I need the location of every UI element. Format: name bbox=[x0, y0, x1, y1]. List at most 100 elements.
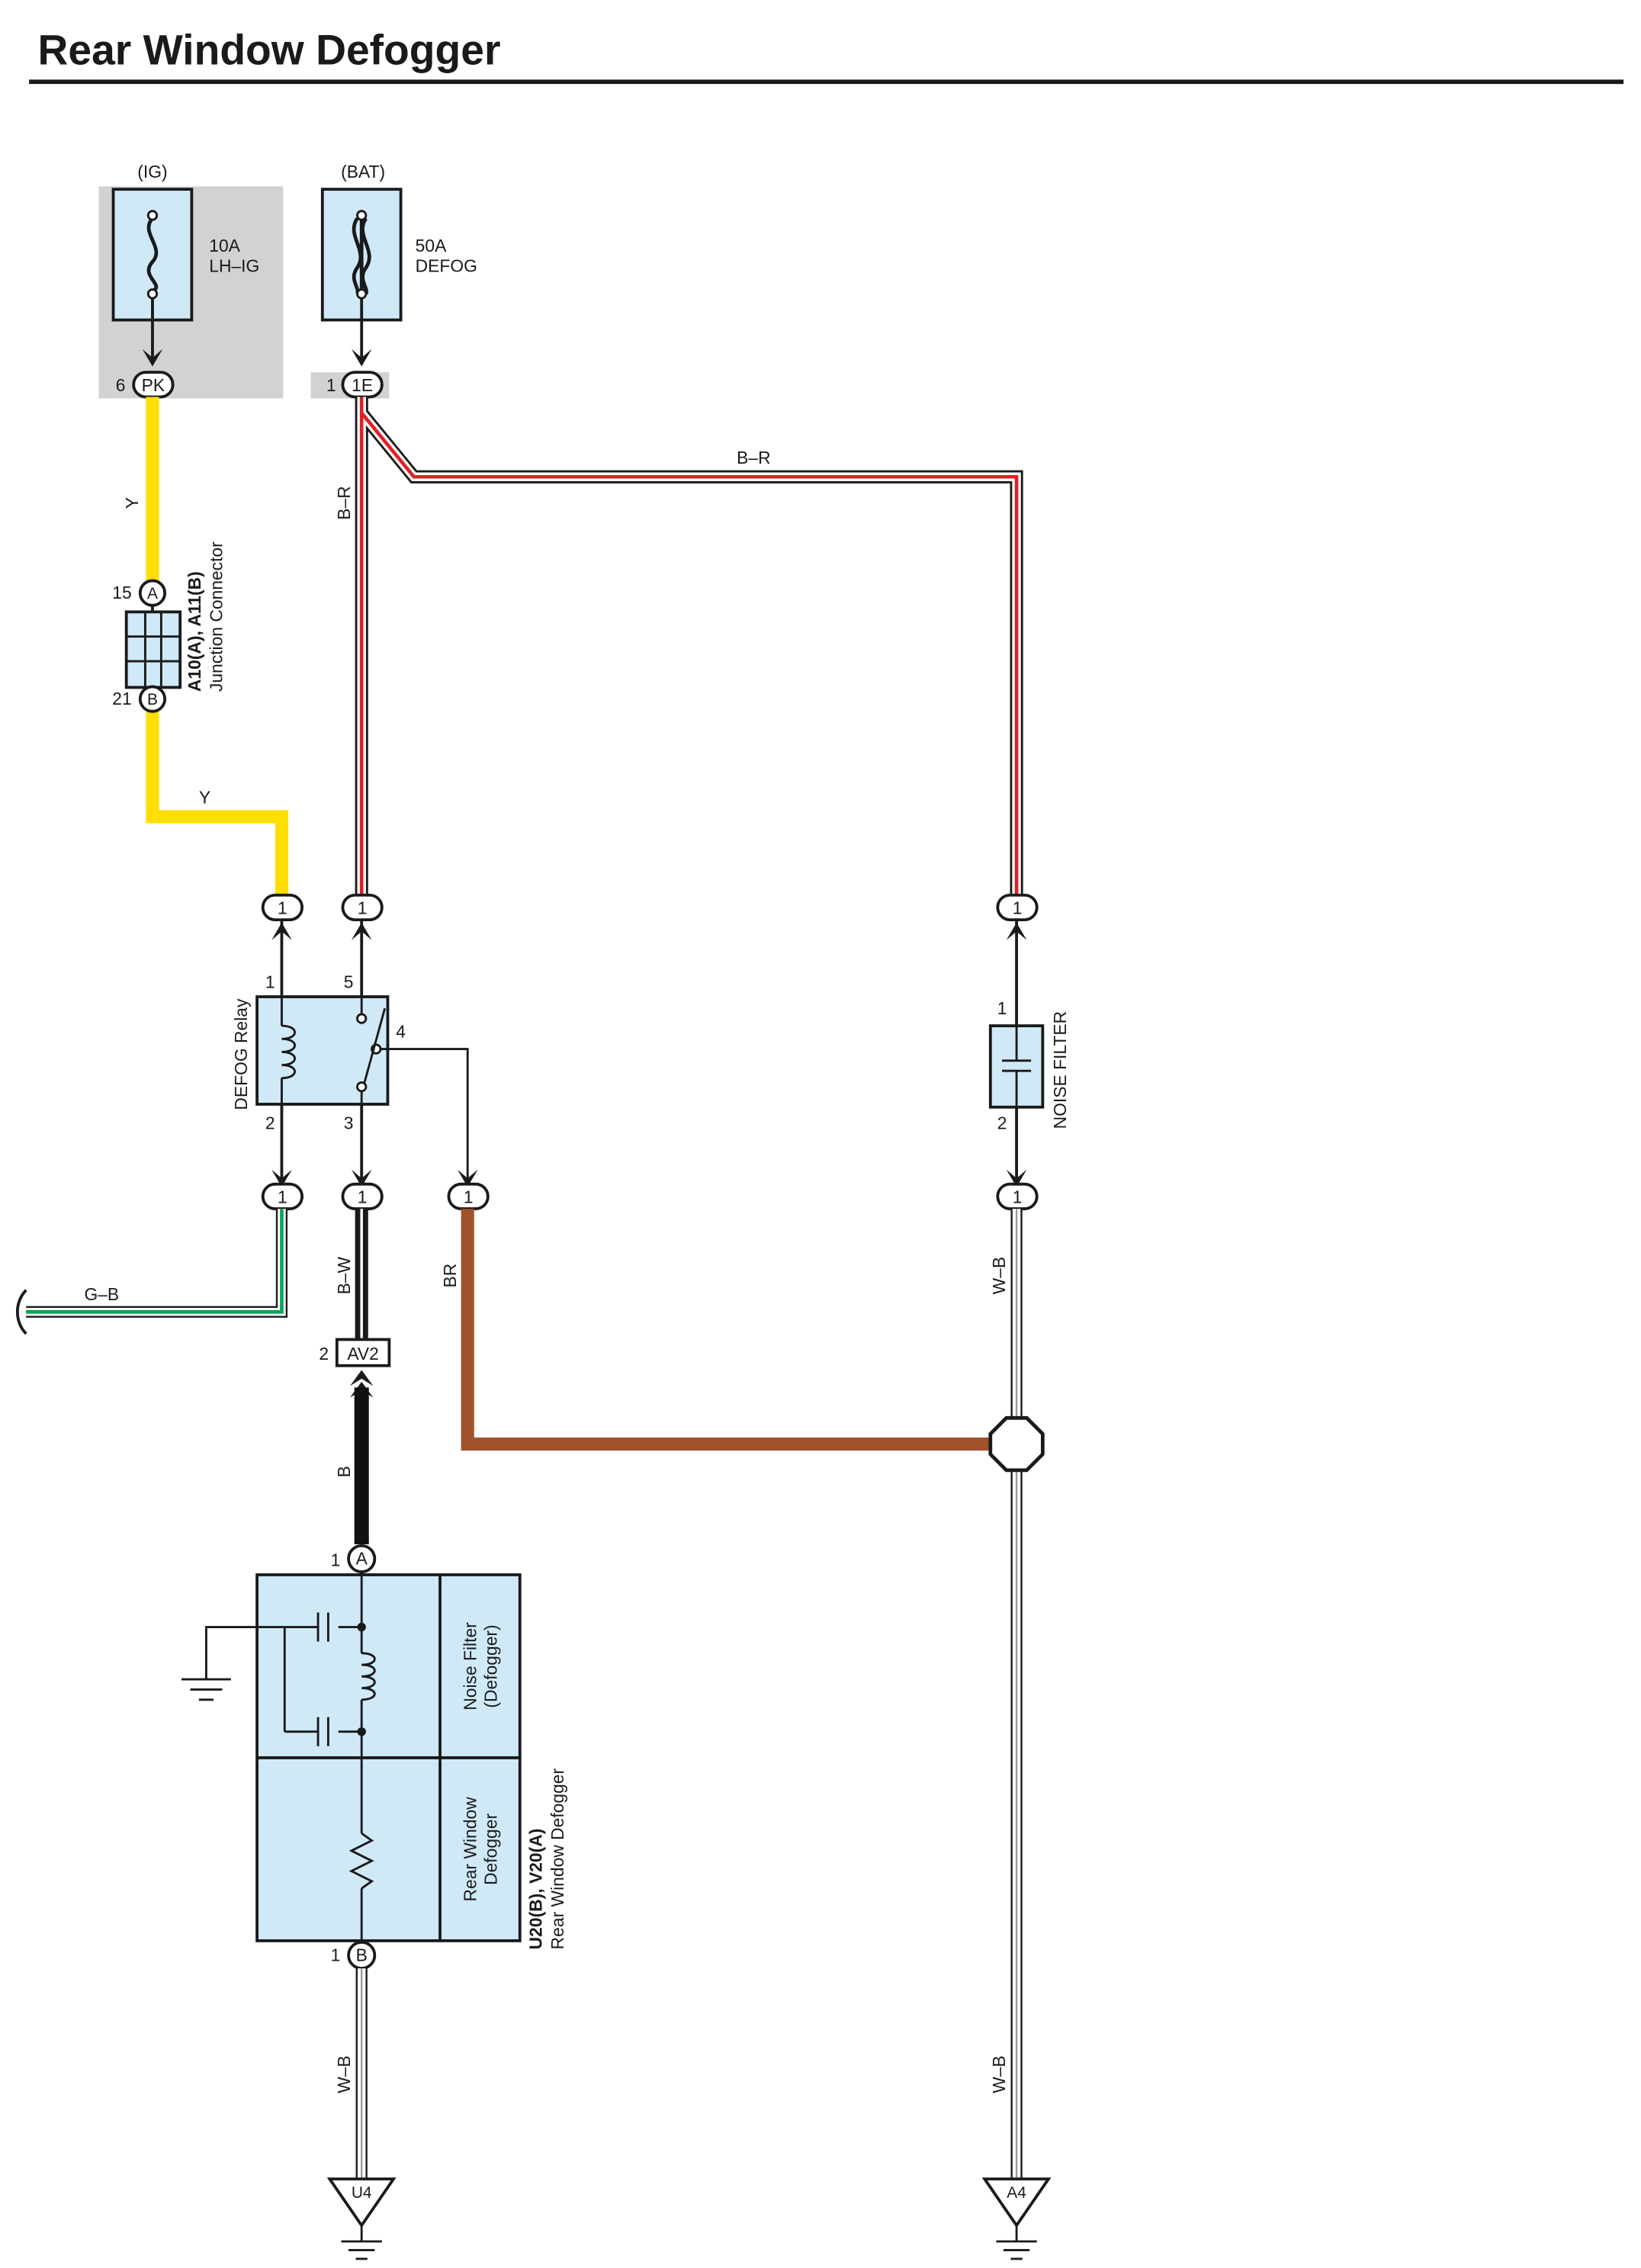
ig-source: (IG) 10A LH–IG PK 6 bbox=[98, 162, 284, 399]
bat-connector-oval bbox=[341, 371, 384, 399]
defogger-section-noise-line1: Noise Filter bbox=[461, 1622, 480, 1711]
junction-block bbox=[124, 610, 182, 689]
fuse-icon bbox=[146, 217, 159, 293]
junction-desc: Junction Connector bbox=[206, 541, 226, 692]
arrow-up-icon bbox=[351, 922, 372, 940]
wire-label-y-vertical: Y bbox=[122, 497, 142, 509]
resistor-icon bbox=[348, 1832, 374, 1890]
relay-pin-2: 2 bbox=[265, 1113, 275, 1132]
av2-connector: AV2 2 bbox=[319, 1338, 391, 1398]
bat-fuse-rating: 50A bbox=[416, 236, 447, 255]
rear-window-defogger: A 1 Noise Filter (Defogger) Rear Window … bbox=[181, 1544, 567, 1970]
splice-junction bbox=[988, 1415, 1045, 1473]
ig-fuse-name: LH–IG bbox=[209, 256, 259, 276]
relay-bottom-connectors: 1 1 1 bbox=[261, 1182, 490, 1210]
ig-connector-oval bbox=[132, 371, 175, 399]
defogger-section-rear-line1: Rear Window bbox=[461, 1797, 480, 1902]
wire-y: Y Y bbox=[122, 397, 289, 895]
defog-relay: DEFOG Relay 1 5 4 2 3 bbox=[231, 972, 478, 1187]
noise-filter-pin-2: 2 bbox=[997, 1113, 1007, 1132]
fuse-terminal-top bbox=[146, 210, 159, 221]
wire-w-b-left: W–B bbox=[334, 1968, 368, 2180]
bat-source: (BAT) 50A DEFOG 1E 1 bbox=[310, 162, 477, 399]
connector-pin-label: 1 bbox=[278, 1187, 287, 1206]
junction-pin-b bbox=[138, 685, 167, 713]
wire-label-wb-right-top: W–B bbox=[989, 1257, 1009, 1295]
relay-body bbox=[255, 995, 390, 1106]
arrow-down-icon bbox=[271, 1169, 292, 1187]
wire-label-b: B bbox=[334, 1466, 354, 1477]
ig-label: (IG) bbox=[137, 162, 167, 182]
defogger-pin-b-label: B bbox=[356, 1945, 368, 1965]
wire-g-b: G–B bbox=[16, 1209, 288, 1335]
inductor-icon bbox=[361, 1652, 376, 1701]
wire-label-br-vertical: B–R bbox=[334, 486, 354, 519]
relay-pin-5: 5 bbox=[344, 972, 354, 992]
wire-break-icon bbox=[16, 1289, 27, 1335]
arrow-up-icon bbox=[1006, 922, 1027, 940]
ground-u4-label: U4 bbox=[352, 2184, 372, 2202]
junction-pin-b-label: B bbox=[147, 691, 158, 708]
av2-pin-number: 2 bbox=[319, 1344, 329, 1364]
junction-bottom-pin-number: 21 bbox=[112, 689, 131, 708]
page-title: Rear Window Defogger bbox=[38, 26, 501, 73]
ground-point-icon bbox=[326, 2177, 397, 2228]
wire-label-y-horizontal: Y bbox=[199, 788, 210, 808]
wire-label-wb-left: W–B bbox=[334, 2055, 354, 2093]
switch-contact-icon bbox=[363, 1007, 387, 1083]
ig-pin-number: 6 bbox=[116, 375, 126, 395]
defogger-section-noise-line2: (Defogger) bbox=[480, 1624, 500, 1707]
ig-fuse-rating: 10A bbox=[209, 236, 240, 255]
av2-box bbox=[335, 1338, 391, 1367]
bat-label: (BAT) bbox=[341, 162, 385, 182]
connector-pin-label: 1 bbox=[1013, 898, 1023, 917]
coil-icon bbox=[281, 1024, 297, 1080]
av2-label: AV2 bbox=[347, 1344, 378, 1364]
noise-filter: 1 1 NOISE FILTER 2 1 bbox=[988, 893, 1070, 1210]
ground-a4: A4 bbox=[981, 2177, 1052, 2260]
defogger-desc: Rear Window Defogger bbox=[548, 1768, 567, 1950]
relay-top-connectors: 1 1 bbox=[261, 893, 384, 997]
arrow-down-icon bbox=[351, 1169, 372, 1187]
relay-pin-3: 3 bbox=[344, 1113, 354, 1132]
arrow-up-icon bbox=[271, 922, 292, 940]
connector-pin-label: 1 bbox=[1013, 1187, 1023, 1206]
connector-pin-label: 1 bbox=[358, 1187, 368, 1206]
arrow-down-icon bbox=[457, 1169, 478, 1187]
noise-filter-pin-1: 1 bbox=[997, 998, 1007, 1018]
arrow-down-icon bbox=[142, 349, 163, 367]
wire-b: B bbox=[334, 1387, 369, 1544]
wire-label-gb: G–B bbox=[84, 1284, 119, 1304]
junction-name: A10(A), A11(B) bbox=[185, 571, 204, 692]
junction-pin-a-label: A bbox=[147, 585, 158, 602]
ig-connector-label: PK bbox=[142, 375, 165, 395]
arrow-up-icon bbox=[349, 1370, 374, 1386]
wire-label-bw: B–W bbox=[334, 1256, 354, 1294]
noise-filter-name: NOISE FILTER bbox=[1050, 1011, 1070, 1129]
wire-label-brown: BR bbox=[440, 1264, 460, 1288]
junction-connector: A 15 B 21 A10(A), A11(B) Junction Connec… bbox=[112, 541, 226, 713]
ground-point-icon bbox=[981, 2177, 1052, 2228]
ground-a4-label: A4 bbox=[1007, 2184, 1026, 2202]
defogger-section-rear-line2: Defogger bbox=[480, 1813, 500, 1885]
defogger-pin-a-number: 1 bbox=[331, 1550, 341, 1570]
relay-pin-1: 1 bbox=[265, 972, 275, 992]
ground-u4: U4 bbox=[326, 2177, 397, 2260]
bat-pin-number: 1 bbox=[326, 375, 336, 395]
fuse-terminal-bottom bbox=[356, 288, 368, 300]
connector-pin-label: 1 bbox=[358, 898, 368, 917]
wire-br: BR bbox=[440, 1209, 1000, 1451]
defogger-pin-a-label: A bbox=[356, 1549, 368, 1569]
fusible-link-icon bbox=[352, 215, 371, 297]
junction-top-pin-number: 15 bbox=[112, 583, 131, 602]
wire-b-r: B–R B–R bbox=[334, 397, 1023, 895]
bat-connector-label: 1E bbox=[352, 375, 373, 395]
defogger-name: U20(B), V20(A) bbox=[525, 1829, 545, 1950]
arrow-down-icon bbox=[1006, 1169, 1027, 1187]
defogger-pin-b-number: 1 bbox=[331, 1945, 341, 1965]
wire-b-w: B–W bbox=[334, 1209, 368, 1340]
fuse-terminal-top bbox=[356, 210, 368, 221]
fuse-terminal-bottom bbox=[146, 288, 159, 300]
wire-w-b-right: W–B W–B bbox=[989, 1209, 1023, 2180]
